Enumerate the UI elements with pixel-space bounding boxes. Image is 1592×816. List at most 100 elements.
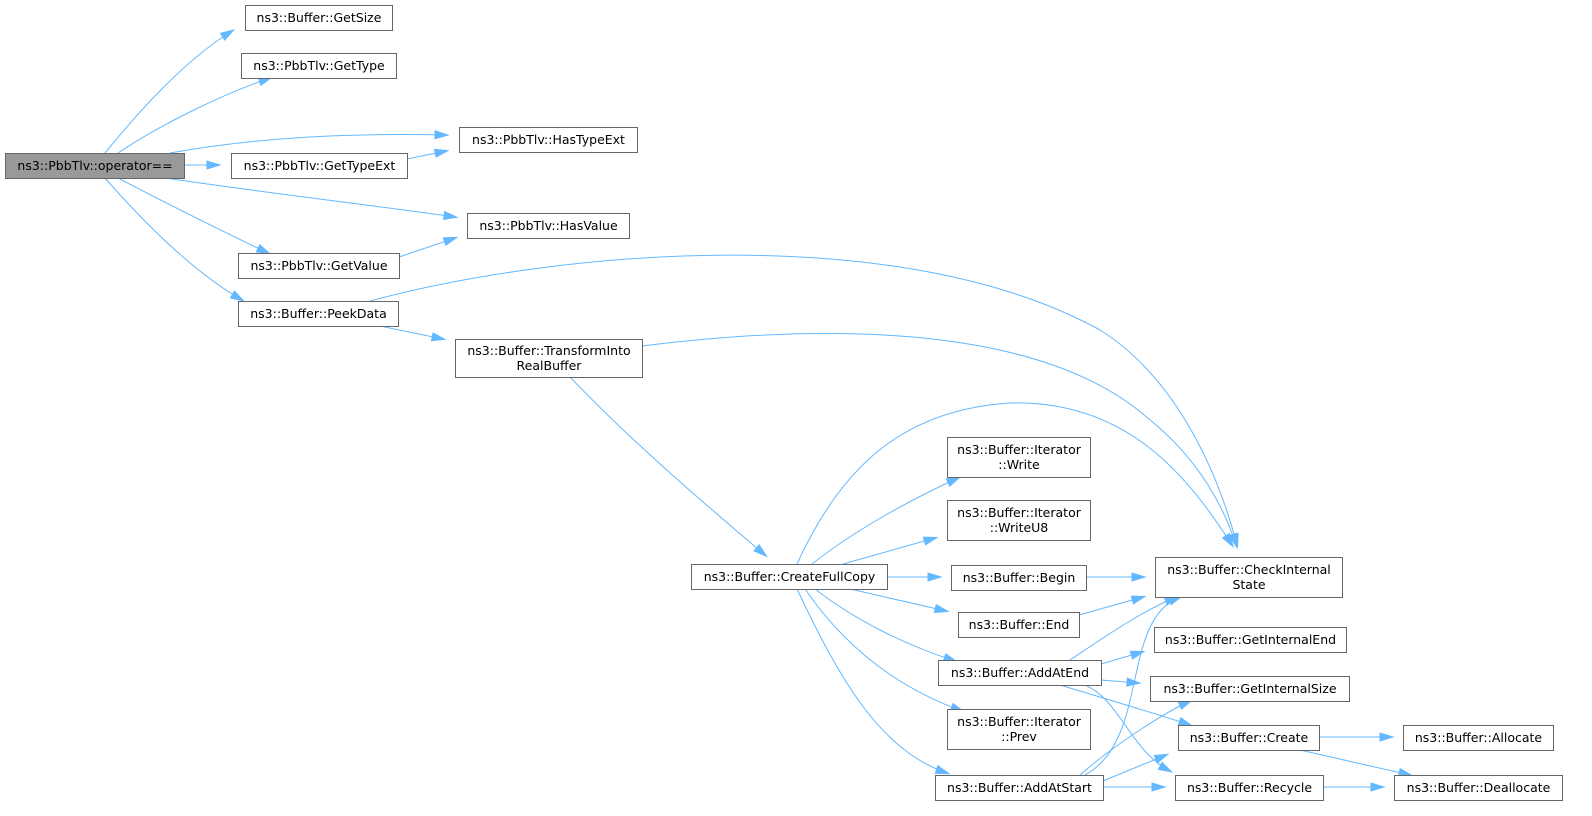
arrowhead-addatend-to-getinternalend (1129, 650, 1146, 660)
node-box-hasvalue[interactable] (467, 213, 630, 239)
arrowhead-end-to-checkinternal (1130, 595, 1147, 605)
node-box-addatend[interactable] (938, 660, 1102, 686)
node-box-gettype[interactable] (241, 53, 397, 79)
node-recycle[interactable]: ns3::Buffer::Recycle (1175, 775, 1324, 801)
node-label-checkinternal-line2: State (1232, 577, 1265, 592)
node-box-itwrite[interactable] (947, 437, 1091, 478)
edge-peekdata-to-checkinternal (369, 254, 1238, 546)
node-label-root: ns3::PbbTlv::operator== (17, 158, 172, 173)
arrowhead-peekdata-to-transform (430, 332, 447, 342)
node-label-itwriteu8-line1: ns3::Buffer::Iterator (957, 505, 1082, 520)
arrowhead-getvalue-to-hasvalue (442, 236, 459, 247)
edge-root-to-hasvalue (164, 177, 456, 218)
node-peekdata[interactable]: ns3::Buffer::PeekData (238, 301, 399, 327)
node-box-getsize[interactable] (245, 5, 393, 31)
node-deallocate[interactable]: ns3::Buffer::Deallocate (1394, 775, 1563, 801)
arrowhead-addatstart-to-create (1153, 753, 1170, 764)
node-label-peekdata: ns3::Buffer::PeekData (250, 306, 387, 321)
node-label-end: ns3::Buffer::End (969, 617, 1070, 632)
node-box-create[interactable] (1178, 725, 1320, 751)
node-begin[interactable]: ns3::Buffer::Begin (951, 565, 1087, 591)
node-itprev[interactable]: ns3::Buffer::Iterator::Prev (947, 709, 1091, 750)
node-box-gettypeext[interactable] (231, 153, 408, 179)
node-box-transform[interactable] (455, 339, 643, 378)
arrowhead-root-to-gettypeext (206, 160, 222, 170)
arrowhead-addatend-to-recycle (1157, 761, 1174, 773)
node-label-itprev-line2: ::Prev (1001, 729, 1037, 744)
edge-createfullcopy-to-itprev (804, 588, 963, 712)
node-box-root[interactable] (5, 153, 185, 179)
node-label-itwriteu8-line2: ::WriteU8 (990, 520, 1049, 535)
node-label-transform-line1: ns3::Buffer::TransformInto (467, 343, 630, 358)
node-box-checkinternal[interactable] (1155, 557, 1343, 598)
node-box-peekdata[interactable] (238, 301, 399, 327)
arrowhead-root-to-peekdata (229, 290, 246, 302)
node-root[interactable]: ns3::PbbTlv::operator== (5, 153, 185, 179)
node-getinternalsize[interactable]: ns3::Buffer::GetInternalSize (1150, 676, 1350, 702)
node-label-itwrite-line1: ns3::Buffer::Iterator (957, 442, 1082, 457)
node-label-getvalue: ns3::PbbTlv::GetValue (250, 258, 387, 273)
node-hasvalue[interactable]: ns3::PbbTlv::HasValue (467, 213, 630, 239)
node-createfullcopy[interactable]: ns3::Buffer::CreateFullCopy (691, 564, 888, 590)
node-box-begin[interactable] (951, 565, 1087, 591)
node-addatend[interactable]: ns3::Buffer::AddAtEnd (938, 660, 1102, 686)
node-getvalue[interactable]: ns3::PbbTlv::GetValue (238, 253, 400, 279)
arrowhead-gettypeext-to-hastypeext (433, 148, 450, 158)
arrowhead-createfullcopy-to-itwrite (945, 476, 962, 488)
node-box-addatstart[interactable] (935, 775, 1104, 801)
node-box-getvalue[interactable] (238, 253, 400, 279)
node-box-getinternalsize[interactable] (1150, 676, 1350, 702)
node-getinternalend[interactable]: ns3::Buffer::GetInternalEnd (1154, 627, 1347, 653)
arrowhead-createfullcopy-to-itwriteu8 (922, 536, 939, 546)
node-box-end[interactable] (958, 612, 1080, 638)
node-allocate[interactable]: ns3::Buffer::Allocate (1403, 725, 1554, 751)
arrowhead-root-to-hasvalue (442, 210, 459, 221)
arrowhead-createfullcopy-to-begin (927, 572, 943, 582)
node-gettypeext[interactable]: ns3::PbbTlv::GetTypeExt (231, 153, 408, 179)
node-label-getinternalsize: ns3::Buffer::GetInternalSize (1163, 681, 1336, 696)
node-label-hasvalue: ns3::PbbTlv::HasValue (479, 218, 618, 233)
node-label-itprev-line1: ns3::Buffer::Iterator (957, 714, 1082, 729)
node-hastypeext[interactable]: ns3::PbbTlv::HasTypeExt (459, 127, 638, 153)
node-itwrite[interactable]: ns3::Buffer::Iterator::Write (947, 437, 1091, 478)
node-label-checkinternal-line1: ns3::Buffer::CheckInternal (1167, 562, 1331, 577)
arrowhead-addatend-to-create (1177, 716, 1194, 727)
edge-root-to-hastypeext (169, 134, 447, 154)
node-label-create: ns3::Buffer::Create (1190, 730, 1309, 745)
edge-createfullcopy-to-itwrite (811, 477, 959, 565)
node-label-begin: ns3::Buffer::Begin (963, 570, 1076, 585)
node-end[interactable]: ns3::Buffer::End (958, 612, 1080, 638)
node-box-itprev[interactable] (947, 709, 1091, 750)
edge-createfullcopy-to-end (849, 588, 947, 612)
arrowhead-createfullcopy-to-checkinternal (1221, 532, 1235, 549)
edge-create-to-deallocate (1299, 749, 1411, 776)
node-addatstart[interactable]: ns3::Buffer::AddAtStart (935, 775, 1104, 801)
arrowhead-createfullcopy-to-end (933, 603, 950, 613)
node-label-gettype: ns3::PbbTlv::GetType (253, 58, 385, 73)
node-box-deallocate[interactable] (1394, 775, 1563, 801)
arrowhead-root-to-getsize (219, 29, 236, 42)
node-box-itwriteu8[interactable] (947, 500, 1091, 541)
edge-root-to-getsize (104, 30, 233, 154)
node-itwriteu8[interactable]: ns3::Buffer::Iterator::WriteU8 (947, 500, 1091, 541)
call-graph-nodes: ns3::PbbTlv::operator== ns3::Buffer::GetS… (5, 5, 1563, 801)
node-label-gettypeext: ns3::PbbTlv::GetTypeExt (244, 158, 396, 173)
node-label-transform-line2: RealBuffer (517, 358, 583, 373)
node-box-allocate[interactable] (1403, 725, 1554, 751)
arrowhead-addatstart-to-recycle (1151, 782, 1167, 792)
node-box-hastypeext[interactable] (459, 127, 638, 153)
node-getsize[interactable]: ns3::Buffer::GetSize (245, 5, 393, 31)
node-gettype[interactable]: ns3::PbbTlv::GetType (241, 53, 397, 79)
arrowhead-create-to-allocate (1379, 732, 1395, 742)
node-box-createfullcopy[interactable] (691, 564, 888, 590)
edge-createfullcopy-to-addatstart (796, 588, 948, 774)
node-box-recycle[interactable] (1175, 775, 1324, 801)
edge-addatstart-to-checkinternal (1084, 596, 1181, 776)
node-create[interactable]: ns3::Buffer::Create (1178, 725, 1320, 751)
arrowhead-begin-to-checkinternal (1131, 572, 1147, 582)
edge-root-to-gettype (117, 77, 271, 154)
edge-createfullcopy-to-itwriteu8 (842, 537, 936, 565)
node-box-getinternalend[interactable] (1154, 627, 1347, 653)
